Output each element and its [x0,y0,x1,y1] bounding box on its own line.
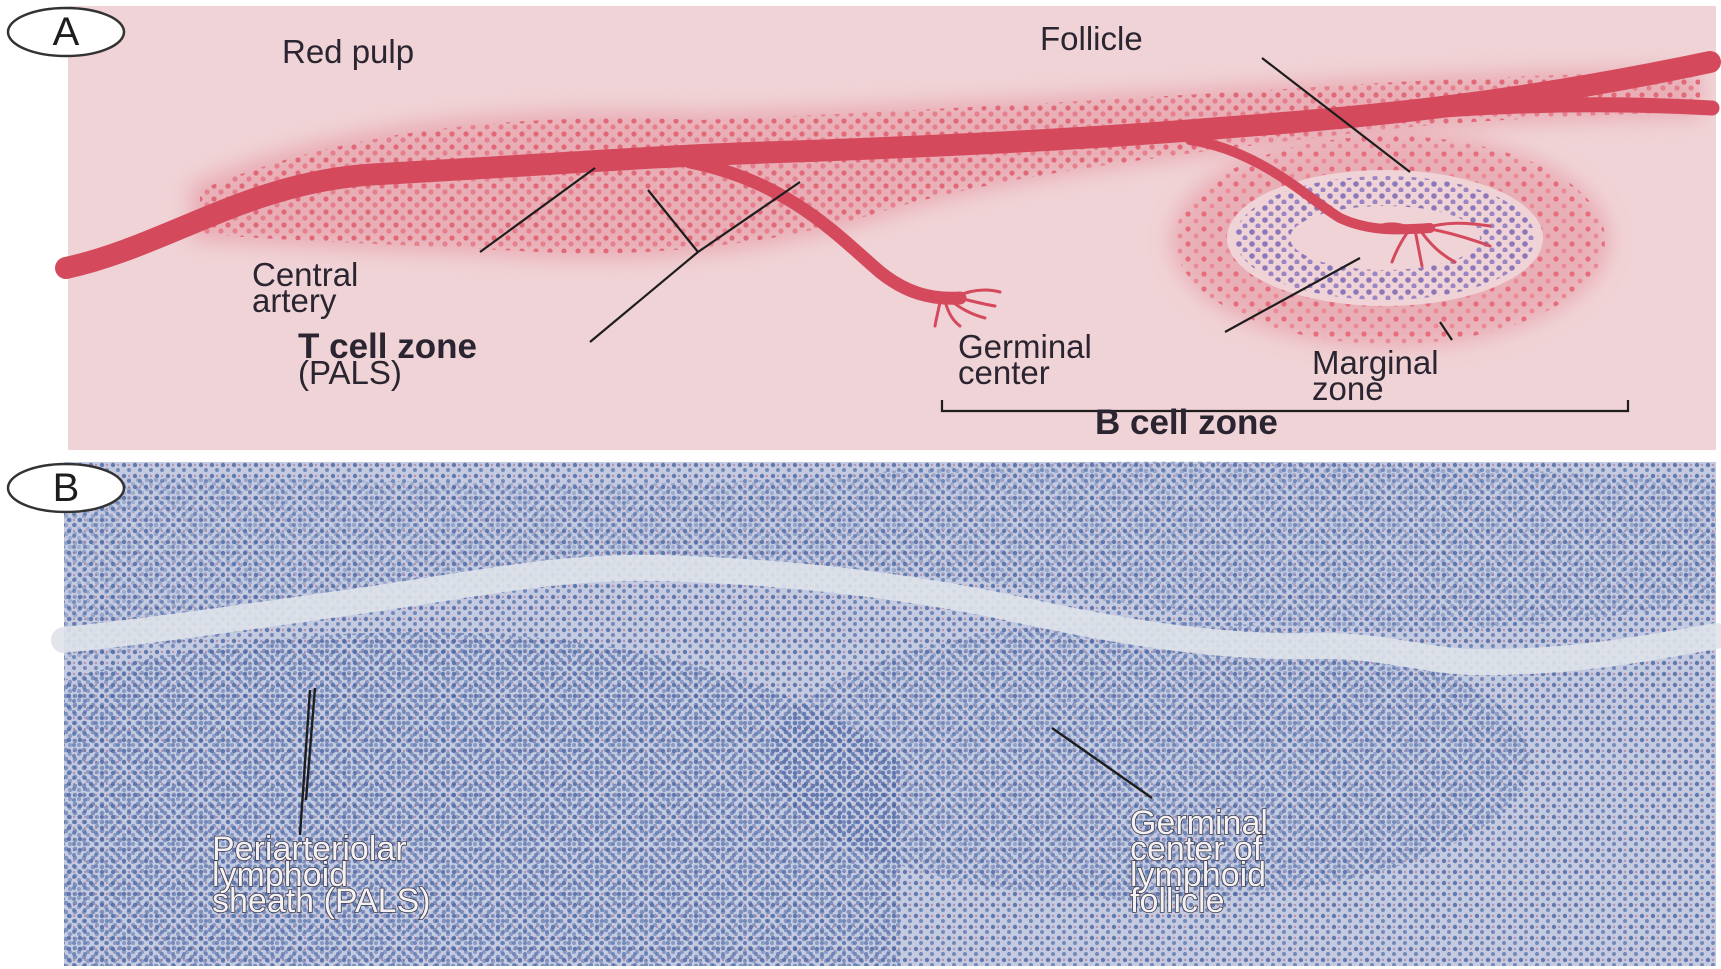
panel-a-letter: A [53,10,80,54]
b-cell-follicle [1170,132,1610,348]
red-pulp-label: Red pulp [282,33,414,70]
panel-b-letter: B [53,466,80,510]
panel-b: B Periarteriolar lymphoid sheath (PALS) … [8,461,1716,966]
panel-b-badge: B [8,464,124,512]
central-artery-label-line2: artery [252,282,337,319]
t-cell-zone-label-line2: (PALS) [298,354,402,391]
panel-a: A Red pulp Follicle Central artery T cel… [8,6,1716,450]
germinal-center-follicle-label-line4: follicle [1130,882,1224,920]
germinal-center-label-line2: center [958,354,1050,391]
follicle-label: Follicle [1040,20,1143,57]
panel-a-badge: A [8,8,124,56]
pals-label-line3: sheath (PALS) [212,882,431,920]
b-cell-zone-label: B cell zone [1095,403,1278,442]
marginal-zone-label-line2: zone [1312,370,1384,407]
